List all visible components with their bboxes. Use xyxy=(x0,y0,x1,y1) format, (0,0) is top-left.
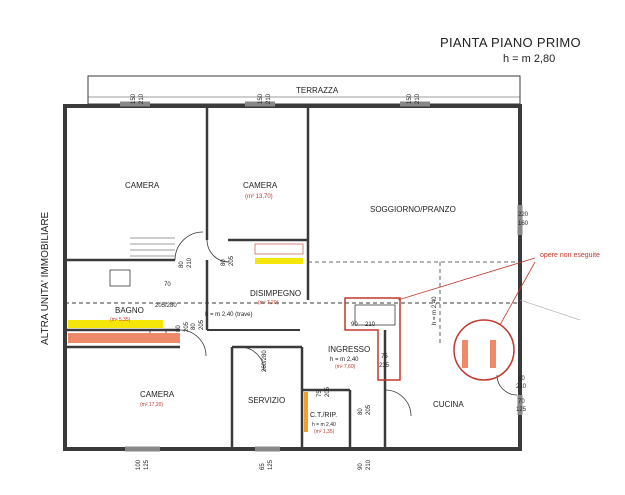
dim-w-top3-a: 150 xyxy=(407,93,413,104)
plan-title: PIANTA PIANO PRIMO xyxy=(440,35,581,50)
dim-d-cam2-a: 80 xyxy=(221,259,227,266)
label-ingresso-area: (m² 7,60) xyxy=(335,364,356,370)
label-bagno-area: (m² 5,35) xyxy=(110,317,131,323)
red-dim-cam2 xyxy=(254,243,304,255)
dim-w-top1-b: 210 xyxy=(139,93,145,104)
dim-w-bot2-a: 65 xyxy=(260,463,266,470)
dim-w-right1-b: 160 xyxy=(518,221,529,227)
highlight-yellow-bagno xyxy=(68,320,163,328)
dim-d-ing-e: 80 xyxy=(176,325,182,332)
label-beam: h = m 2,40 (trave) xyxy=(205,312,253,318)
dim-w-bot1-b: 125 xyxy=(144,459,150,470)
label-disimpegno: DISIMPEGNO xyxy=(250,289,301,298)
dim-d-serv-a: 260/280 xyxy=(262,350,268,372)
label-ctrip: C.T./RIP. xyxy=(310,412,337,419)
label-camera-1: CAMERA xyxy=(125,181,160,190)
highlight-salmon-bagno xyxy=(68,333,180,343)
label-ingresso: INGRESSO xyxy=(328,345,370,354)
dim-w-bot2-b: 125 xyxy=(268,459,274,470)
dim-d-ent-a: 90 xyxy=(358,463,364,470)
dim-d-dis-a: 80 xyxy=(191,323,197,330)
stair-hatch xyxy=(130,237,175,257)
dim-d-ct-b: 205 xyxy=(325,386,331,397)
label-soggiorno: SOGGIORNO/PRANZO xyxy=(370,205,456,214)
label-camera-2-area: (m² 13,70) xyxy=(245,194,273,200)
door-swing-serv xyxy=(239,346,265,372)
red-circle-cucina xyxy=(453,319,515,381)
highlight-yellow-cam2 xyxy=(255,258,303,264)
dim-w-top1-a: 150 xyxy=(131,93,137,104)
bath-fixture xyxy=(109,269,131,287)
dim-d-ent-b: 210 xyxy=(366,459,372,470)
door-swing-cucina2 xyxy=(496,374,518,396)
red-pointer-1 xyxy=(397,257,536,301)
dim-d-ct-a: 75 xyxy=(317,390,323,397)
dim-w-top3-b: 210 xyxy=(415,93,421,104)
dim-d-cam1-a: 80 xyxy=(179,261,185,268)
dim-d-cucina-c: 70 xyxy=(518,399,525,405)
label-opere: opere non eseguite xyxy=(540,252,600,259)
label-terrazza: TERRAZZA xyxy=(296,86,339,95)
label-ingresso-h: h = m 2,40 xyxy=(330,357,359,363)
highlight-salmon-cucina2 xyxy=(490,340,496,368)
side-label: ALTRA UNITA' IMMOBILIARE xyxy=(40,211,51,345)
dim-d-bagno-a: 70 xyxy=(164,282,171,288)
door-swing-bagno xyxy=(179,329,207,357)
red-box-ingresso xyxy=(344,297,401,381)
dim-d-ct-c: 80 xyxy=(358,408,364,415)
dim-d-cucina-d: 125 xyxy=(516,407,527,413)
highlight-salmon-cucina xyxy=(462,340,468,368)
ingresso-cabinet xyxy=(354,304,396,326)
label-camera-3-area: (m² 17,20) xyxy=(140,402,163,408)
highlight-orange-ct xyxy=(304,392,308,432)
dim-d-bagno-b: 205/280 xyxy=(155,303,177,309)
dim-d-ct-d: 205 xyxy=(366,404,372,415)
label-camera-2: CAMERA xyxy=(243,181,278,190)
label-servizio: SERVIZIO xyxy=(248,396,285,405)
dim-d-ing-b: 210 xyxy=(365,322,376,328)
dim-w-top2-b: 210 xyxy=(266,93,272,104)
red-annotations xyxy=(254,243,536,381)
plan-height-note: h = m 2,80 xyxy=(503,53,556,65)
label-ctrip-h: h = m 2,40 xyxy=(312,422,336,428)
dim-h240: h = m 2,40 xyxy=(432,296,438,325)
walls xyxy=(63,75,581,452)
dim-d-cucina-a: 60 xyxy=(518,376,525,382)
label-bagno: BAGNO xyxy=(115,306,144,315)
dim-w-bot1-a: 100 xyxy=(136,459,142,470)
dim-w-right1-a: 220 xyxy=(518,212,529,218)
door-swing-cam2 xyxy=(206,239,230,263)
dim-d-dis-b: 205 xyxy=(199,319,205,330)
label-disimpegno-area: (m² 7,20) xyxy=(258,300,279,306)
dim-w-top2-a: 150 xyxy=(258,93,264,104)
dim-d-ing-c: 75 xyxy=(381,354,388,360)
door-swing-cam1 xyxy=(174,231,204,261)
label-camera-3: CAMERA xyxy=(140,390,175,399)
label-ctrip-area: (m² 1,35) xyxy=(314,429,335,435)
red-pointer-2 xyxy=(499,261,536,326)
dim-d-ing-d: 235 xyxy=(379,363,390,369)
neighbour-line xyxy=(519,299,581,321)
dim-d-cucina-b: 210 xyxy=(516,384,527,390)
dim-d-cam1-b: 210 xyxy=(187,257,193,268)
dim-d-ing-f: 205 xyxy=(184,321,190,332)
label-cucina: CUCINA xyxy=(433,400,464,409)
dim-d-cam2-b: 205 xyxy=(229,255,235,266)
door-swing-cucina xyxy=(384,389,412,417)
outer-wall xyxy=(63,104,522,451)
dim-d-ing-a: 90 xyxy=(351,322,358,328)
